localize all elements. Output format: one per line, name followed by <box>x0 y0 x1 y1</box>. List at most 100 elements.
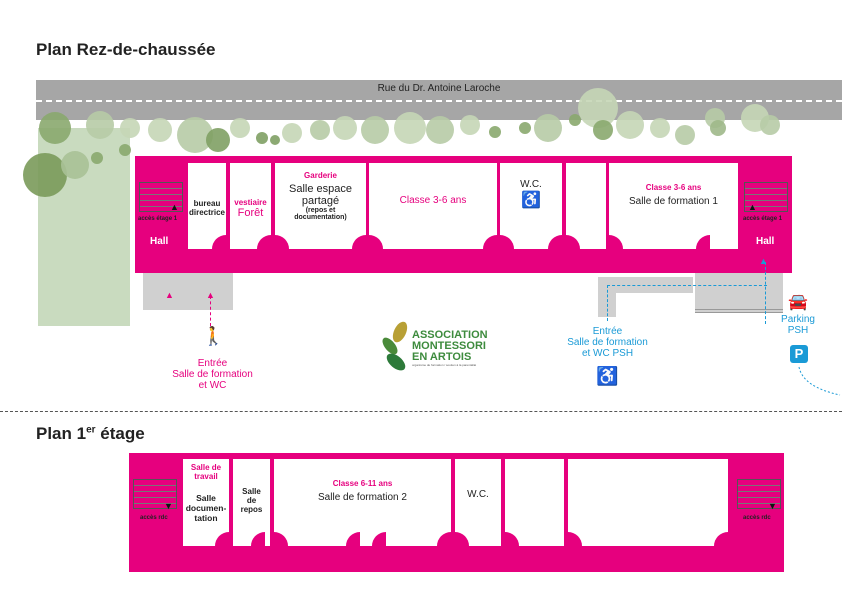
road-marking <box>36 100 842 102</box>
stairs-left-label: accès rdc <box>140 515 168 521</box>
tree-icon <box>86 111 114 139</box>
wheelchair-icon: ♿ <box>596 366 619 386</box>
tree-icon <box>177 117 213 153</box>
room-title: vestiaire <box>234 198 267 207</box>
stairs-left <box>139 182 183 212</box>
tree-icon <box>270 135 280 145</box>
ground-floor-title: Plan Rez-de-chaussée <box>36 40 216 59</box>
room-title: Garderie <box>304 171 337 180</box>
up-arrow-icon: ▲ <box>170 202 179 212</box>
room-name: Classe 3-6 ans <box>399 195 467 206</box>
logo-line: MONTESSORI <box>412 340 486 352</box>
room-name: Salle documen-tation <box>185 493 227 523</box>
tree-icon <box>23 153 67 197</box>
tree-icon <box>310 120 330 140</box>
room-blank <box>505 459 564 546</box>
room-title: Salle de travail <box>190 463 222 481</box>
up-arrow-icon: ▲ <box>748 202 757 212</box>
stairs-left <box>133 479 177 509</box>
stairs-right <box>744 182 788 212</box>
tree-icon <box>569 114 581 126</box>
logo: ASSOCIATION MONTESSORI EN ARTOIS organis… <box>380 318 495 378</box>
tree-icon <box>120 118 140 138</box>
tree-icon <box>616 111 644 139</box>
logo-line: EN ARTOIS <box>412 351 472 363</box>
logo-tagline: organisme de formation / soutien à la pa… <box>412 363 477 367</box>
room-blank <box>568 459 728 546</box>
tree-icon <box>593 120 613 140</box>
tree-icon <box>91 152 103 164</box>
entrance-steps-left <box>143 273 233 310</box>
room-name: Salle espace partagé <box>289 183 352 207</box>
tree-icon <box>426 116 454 144</box>
parking-label: Parking PSH <box>781 314 815 336</box>
stairs-right-label: accès étage 1 <box>743 216 783 222</box>
wheelchair-icon: ♿ <box>521 192 541 209</box>
tree-icon <box>206 128 230 152</box>
tree-icon <box>119 144 131 156</box>
room-title: Classe 3-6 ans <box>645 183 702 192</box>
path-line <box>210 296 211 326</box>
street: Rue du Dr. Antoine Laroche <box>36 80 842 120</box>
tree-icon <box>760 115 780 135</box>
entrance-steps-right <box>695 273 783 313</box>
room-name: Forêt <box>237 207 264 219</box>
room-name: Salle de formation 1 <box>629 196 718 207</box>
stairs-left-label: accès étage 1 <box>138 216 178 222</box>
leaf-logo-icon <box>382 321 408 371</box>
up-arrow-icon: ▲ <box>165 290 174 300</box>
tree-icon <box>230 118 250 138</box>
up-arrow-icon: ▲ <box>206 290 215 300</box>
psh-path <box>607 285 767 321</box>
tree-icon <box>361 116 389 144</box>
tree-icon <box>394 112 426 144</box>
room-repos: Salle de repos <box>233 459 270 546</box>
room-blank <box>566 163 606 249</box>
down-arrow-icon: ▼ <box>164 501 173 511</box>
tree-icon <box>710 120 726 136</box>
title-text: étage <box>95 424 145 443</box>
car-icon: 🚘 <box>788 294 808 311</box>
room-bureau: bureau directrice <box>188 163 226 249</box>
parking-path <box>798 366 841 396</box>
entrance-psh-label: Entrée Salle de formation et WC PSH <box>567 326 648 359</box>
first-floor-title: Plan 1er étage <box>36 424 145 444</box>
room-name: Salle de formation 2 <box>318 492 407 503</box>
room-sub: (repos et documentation) <box>294 207 347 221</box>
stairs-right-label: accès rdc <box>743 515 771 521</box>
tree-icon <box>39 112 71 144</box>
tree-icon <box>578 88 618 128</box>
tree-icon <box>675 125 695 145</box>
room-name: W.C. <box>520 179 542 190</box>
tree-icon <box>256 132 268 144</box>
tree-icon <box>650 118 670 138</box>
room-wc: W.C. ♿ <box>500 163 562 249</box>
room-garderie: Garderie Salle espace partagé (repos et … <box>275 163 366 249</box>
room-formation-2: Classe 6-11 ans Salle de formation 2 <box>274 459 451 546</box>
up-arrow-icon: ▲ <box>759 256 768 266</box>
hall-left: Hall <box>150 236 169 247</box>
room-name: W.C. <box>467 489 489 500</box>
tree-icon <box>489 126 501 138</box>
logo-line: ASSOCIATION <box>412 329 488 341</box>
psh-path <box>765 262 766 324</box>
tree-icon <box>534 114 562 142</box>
pedestrian-icon: 🚶 <box>202 326 225 346</box>
room-formation-1: Classe 3-6 ans Salle de formation 1 <box>609 163 738 249</box>
tree-icon <box>148 118 172 142</box>
stairs-right <box>737 479 781 509</box>
room-vestiaire: vestiaire Forêt <box>230 163 271 249</box>
entrance-main-label: Entrée Salle de formation et WC <box>172 358 253 391</box>
tree-icon <box>282 123 302 143</box>
tree-icon <box>460 115 480 135</box>
separator <box>0 411 842 412</box>
title-sup: er <box>86 424 96 436</box>
tree-icon <box>333 116 357 140</box>
logo-text: ASSOCIATION MONTESSORI EN ARTOIS organis… <box>412 330 488 368</box>
room-documentation: Salle de travail Salle documen-tation <box>183 459 229 546</box>
room-name: bureau directrice <box>188 199 226 217</box>
hall-right: Hall <box>756 236 775 247</box>
tree-icon <box>61 151 89 179</box>
room-title: Classe 6-11 ans <box>332 479 393 488</box>
room-classe-3-6: Classe 3-6 ans <box>369 163 497 249</box>
